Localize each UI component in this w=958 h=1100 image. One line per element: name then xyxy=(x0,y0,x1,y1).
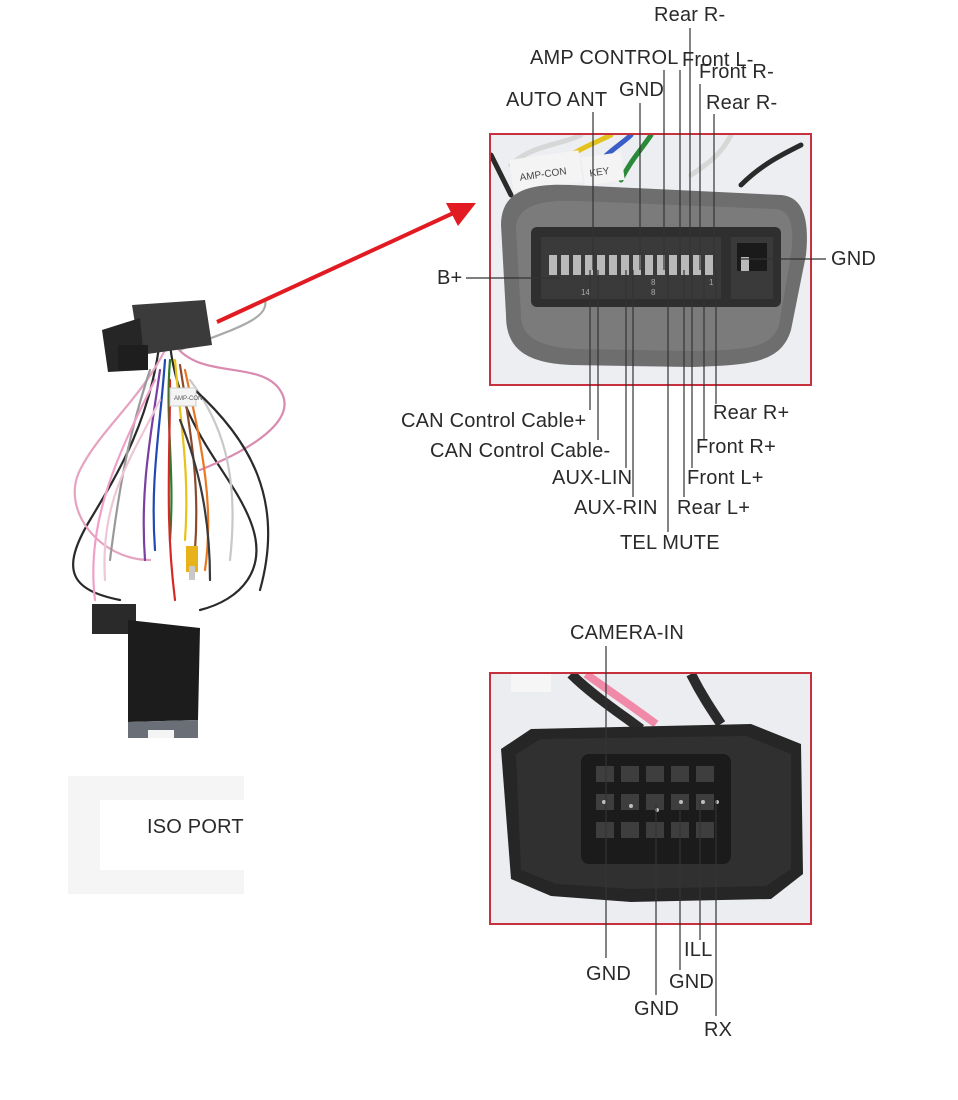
label-gnd-right: GND xyxy=(831,248,877,270)
arrow-head xyxy=(446,203,476,226)
label-gnd-2: GND xyxy=(634,998,680,1020)
label-b-plus: B+ xyxy=(437,267,463,289)
label-gnd-3: GND xyxy=(669,971,715,993)
pin-number-8b: 8 xyxy=(651,288,656,297)
label-front-r-minus: Front R- xyxy=(699,61,774,83)
label-front-r-plus: Front R+ xyxy=(696,436,776,458)
label-front-l-minus: Front L- xyxy=(682,49,754,71)
label-auto-ant: AUTO ANT xyxy=(506,89,608,111)
label-aux-lin: AUX-LIN xyxy=(552,467,633,489)
pin-number-1: 1 xyxy=(709,278,714,287)
label-can-control-minus: CAN Control Cable- xyxy=(430,440,611,462)
label-front-l-plus: Front L+ xyxy=(687,467,764,489)
label-rear-r-minus: Rear R- xyxy=(706,92,778,114)
label-rear-r-plus: Rear R+ xyxy=(713,402,790,424)
label-rear-r-minus-top: Rear R- xyxy=(654,4,726,26)
label-ill: ILL xyxy=(684,939,713,961)
label-gnd-1: GND xyxy=(586,963,632,985)
label-aux-rin: AUX-RIN xyxy=(574,497,658,519)
iso-port-panel xyxy=(68,776,244,894)
label-iso-port: ISO PORT xyxy=(147,816,244,838)
connector-tag-key: KEY xyxy=(589,166,611,180)
label-gnd-top: GND xyxy=(619,79,665,101)
bottom-connector-photo xyxy=(489,672,812,925)
label-rear-l-plus: Rear L+ xyxy=(677,497,751,519)
harness-tag-text: AMP-CON xyxy=(174,396,202,402)
label-camera-in: CAMERA-IN xyxy=(570,622,685,644)
label-tel-mute: TEL MUTE xyxy=(620,532,720,554)
pin-number-14: 14 xyxy=(581,288,590,297)
label-amp-control: AMP CONTROL xyxy=(530,47,679,69)
label-can-control-plus: CAN Control Cable+ xyxy=(401,410,587,432)
label-rx: RX xyxy=(704,1019,733,1041)
pointer-arrow xyxy=(216,208,461,324)
pin-number-8a: 8 xyxy=(651,278,656,287)
